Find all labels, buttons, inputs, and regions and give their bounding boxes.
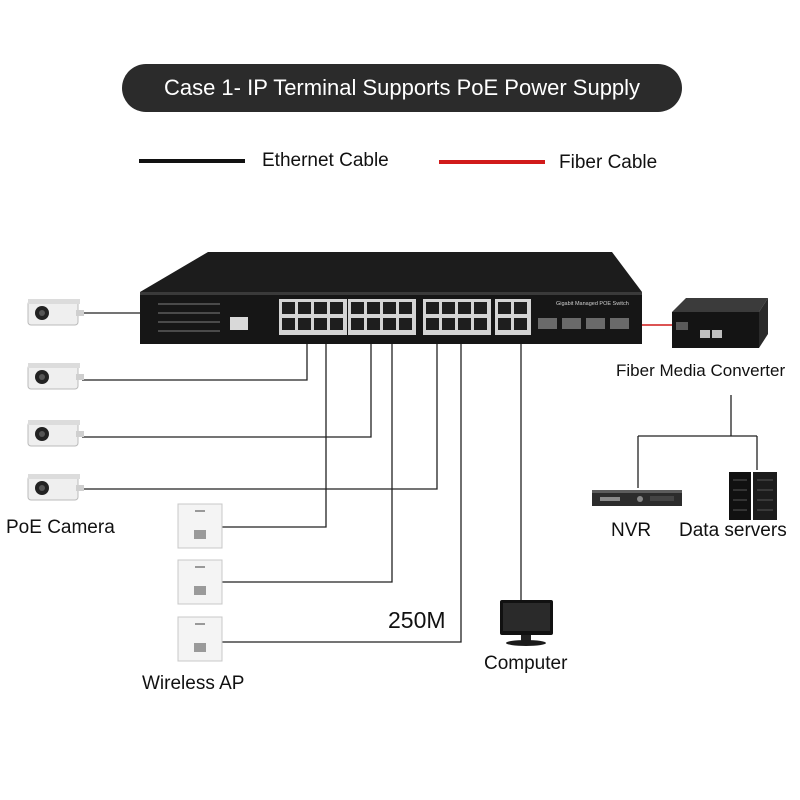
camera-mount <box>76 485 84 491</box>
wireless-ap-group <box>177 503 223 662</box>
rj45-port <box>351 302 364 314</box>
cable-camera-4 <box>82 333 438 490</box>
rj45-port <box>298 318 311 330</box>
computer-label: Computer <box>484 653 568 674</box>
status-leds <box>158 303 220 332</box>
fiber-media-converter-label: Fiber Media Converter <box>616 361 786 380</box>
camera-lens-center <box>39 485 45 491</box>
rj45-port <box>498 302 511 314</box>
ap-port <box>194 586 206 595</box>
console-port <box>230 317 248 330</box>
rj45-port <box>383 318 396 330</box>
rj45-port <box>383 302 396 314</box>
rj45-port <box>314 318 327 330</box>
fiber-cable-label: Fiber Cable <box>559 152 658 173</box>
rj45-port <box>351 318 364 330</box>
camera-hood <box>28 474 80 479</box>
ethernet-cable-label: Ethernet Cable <box>262 150 389 171</box>
camera-icon <box>27 363 84 390</box>
camera-mount <box>76 374 84 380</box>
wireless-ap-icon <box>177 616 223 662</box>
sfp-port <box>562 318 581 329</box>
nvr-icon <box>592 490 682 506</box>
camera-lens-center <box>39 431 45 437</box>
wireless-ap-icon <box>177 503 223 549</box>
camera-hood <box>28 363 80 368</box>
ap-indicator <box>195 623 205 625</box>
rj45-port <box>514 318 527 330</box>
poe-camera-label: PoE Camera <box>6 517 115 538</box>
camera-lens-center <box>39 374 45 380</box>
camera-mount <box>76 431 84 437</box>
wireless-ap-label: Wireless AP <box>142 673 245 694</box>
rj45-port <box>426 318 439 330</box>
data-servers-icon <box>729 472 777 520</box>
rj45-port <box>367 318 380 330</box>
ethernet-cable-swatch <box>139 159 245 163</box>
camera-hood <box>28 299 80 304</box>
rj45-port <box>514 302 527 314</box>
cable-ap-2 <box>222 333 393 583</box>
rj45-port <box>442 302 455 314</box>
wireless-ap-icon <box>177 559 223 605</box>
diagram-title: Case 1- IP Terminal Supports PoE Power S… <box>122 64 682 112</box>
data-servers-label: Data servers <box>679 520 787 541</box>
rj45-port <box>330 302 343 314</box>
switch-model-label: Gigabit Managed POE Switch <box>556 301 629 307</box>
rj45-port <box>399 318 412 330</box>
ap-port <box>194 530 206 539</box>
computer-icon <box>500 600 553 646</box>
rj45-port <box>298 302 311 314</box>
rj45-port <box>330 318 343 330</box>
sfp-port <box>586 318 605 329</box>
rj45-port <box>314 302 327 314</box>
rj45-port <box>282 318 295 330</box>
rj45-port <box>367 302 380 314</box>
ap-indicator <box>195 510 205 512</box>
rj45-port <box>474 318 487 330</box>
poe-camera-group <box>27 299 84 501</box>
camera-icon <box>27 420 84 447</box>
camera-lens-center <box>39 310 45 316</box>
ap-indicator <box>195 566 205 568</box>
nvr-label: NVR <box>611 520 652 541</box>
cable-camera-2 <box>82 333 308 381</box>
camera-hood <box>28 420 80 425</box>
rj45-port <box>282 302 295 314</box>
rj45-port <box>442 318 455 330</box>
cable-ap-3 <box>222 333 462 643</box>
sfp-port <box>538 318 557 329</box>
ap-port <box>194 643 206 652</box>
bandwidth-label: 250M <box>388 607 446 633</box>
fiber-media-converter-icon <box>672 298 768 348</box>
cable-ap-1 <box>222 333 327 528</box>
sfp-port <box>610 318 629 329</box>
sfp-port-row <box>538 318 629 329</box>
camera-mount <box>76 310 84 316</box>
rj45-port <box>498 318 511 330</box>
cable-camera-3 <box>82 333 372 438</box>
rj45-port <box>474 302 487 314</box>
rj45-port <box>399 302 412 314</box>
camera-icon <box>27 474 84 501</box>
rj45-port-grid <box>279 299 531 335</box>
rj45-port <box>458 318 471 330</box>
camera-icon <box>27 299 84 326</box>
fiber-cable-swatch <box>439 160 545 164</box>
rj45-port <box>426 302 439 314</box>
poe-switch: Gigabit Managed POE Switch <box>140 252 642 344</box>
rj45-port <box>458 302 471 314</box>
